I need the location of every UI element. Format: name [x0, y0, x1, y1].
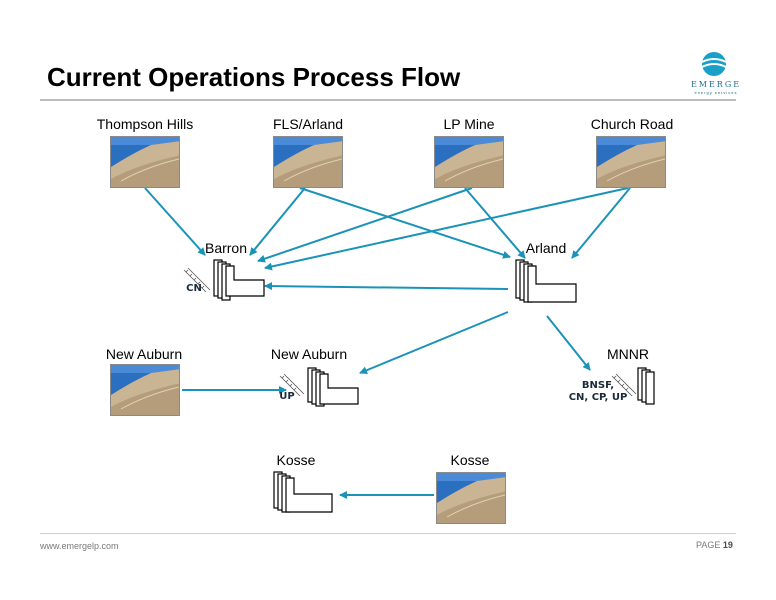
footer-page-number: PAGE 19	[696, 540, 733, 550]
plant-new-auburn-icon	[279, 367, 359, 407]
mine-photo-fls-arland	[273, 136, 343, 188]
mine-photo-new-auburn	[110, 364, 180, 416]
plant-label-mnnr: MNNR	[607, 346, 649, 362]
plant-kosse-icon	[273, 471, 333, 513]
emerge-logo: EMERGE energy services	[688, 50, 744, 98]
mine-label-lp-mine: LP Mine	[443, 116, 495, 132]
globe-icon	[701, 52, 727, 76]
mine-photo-lp-mine	[434, 136, 504, 188]
flow-arrow	[299, 187, 511, 259]
flow-arrow	[464, 187, 526, 259]
plant-barron-icon	[183, 259, 265, 301]
mine-photo-kosse	[436, 472, 506, 524]
flow-arrow	[249, 187, 306, 256]
plant-mnnr-icon	[611, 367, 655, 405]
rail-label-new-auburn: UP	[279, 391, 295, 402]
flow-arrow	[257, 187, 473, 263]
flow-arrow	[264, 282, 509, 291]
plant-label-kosse: Kosse	[276, 452, 316, 468]
rail-label-barron: CN	[186, 283, 202, 294]
mine-label-kosse: Kosse	[450, 452, 490, 468]
logo-wordmark: EMERGE	[690, 80, 742, 89]
mine-label-new-auburn: New Auburn	[105, 346, 183, 362]
flow-arrow	[546, 315, 591, 371]
plant-label-arland: Arland	[525, 240, 567, 256]
logo-tagline: energy services	[694, 90, 738, 95]
mine-photo-church-road	[596, 136, 666, 188]
title-divider	[40, 99, 736, 101]
footer-divider	[40, 533, 736, 534]
flow-arrow	[144, 187, 206, 256]
plant-arland-icon	[515, 259, 577, 303]
flow-arrow	[571, 187, 631, 259]
flow-arrow	[359, 311, 509, 375]
mine-photo-thompson-hills	[110, 136, 180, 188]
mine-label-church-road: Church Road	[590, 116, 674, 132]
mine-label-fls-arland: FLS/Arland	[272, 116, 344, 132]
flow-arrow	[264, 187, 629, 271]
page-title: Current Operations Process Flow	[47, 62, 461, 92]
footer-url: www.emergelp.com	[40, 541, 119, 551]
plant-label-new-auburn: New Auburn	[270, 346, 348, 362]
plant-label-barron: Barron	[204, 240, 248, 256]
mine-label-thompson-hills: Thompson Hills	[96, 116, 194, 132]
rail-label-mnnr: BNSF, CN, CP, UP	[568, 380, 628, 403]
